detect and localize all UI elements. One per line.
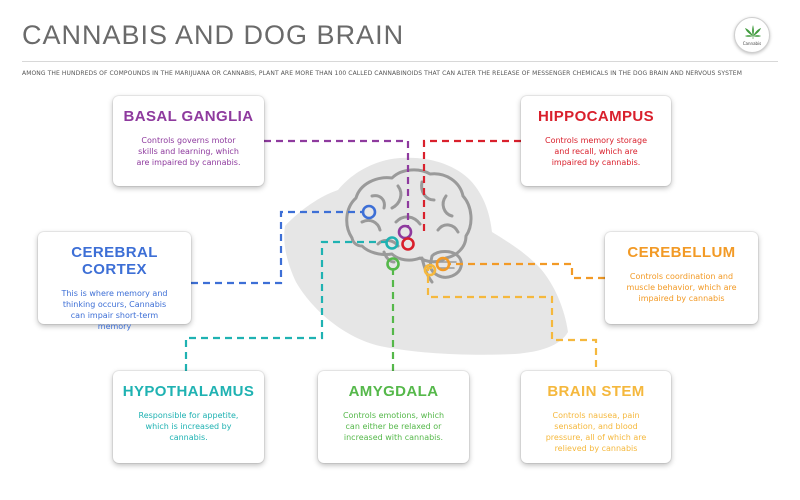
brain-stem-text: Controls nausea, pain sensation, and blo… xyxy=(545,411,647,453)
cannabis-leaf-icon xyxy=(745,25,761,39)
hypothalamus-text: Responsible for appetite, which is incre… xyxy=(138,411,239,442)
cerebellum-card: CEREBELLUM Controls coordination and mus… xyxy=(605,232,758,324)
marker-cerebellum xyxy=(435,256,451,272)
hippocampus-text: Controls memory storage and recall, whic… xyxy=(545,136,647,167)
marker-cerebral-cortex xyxy=(361,204,377,220)
marker-hypothalamus xyxy=(385,236,399,250)
hypothalamus-title: HYPOTHALAMUS xyxy=(122,383,255,400)
hippocampus-title: HIPPOCAMPUS xyxy=(537,108,655,125)
page-title: CANNABIS AND DOG BRAIN xyxy=(22,20,405,50)
cannabis-logo: Cannabis xyxy=(734,17,770,53)
header-divider xyxy=(22,61,778,62)
hippocampus-card: HIPPOCAMPUS Controls memory storage and … xyxy=(521,96,671,186)
amygdala-card: AMYGDALA Controls emotions, which can ei… xyxy=(318,371,469,463)
connector-hypothalamus xyxy=(184,240,386,371)
region-markers xyxy=(361,204,451,277)
hypothalamus-card: HYPOTHALAMUS Responsible for appetite, w… xyxy=(113,371,264,463)
connector-basal-ganglia xyxy=(264,139,410,228)
amygdala-title: AMYGDALA xyxy=(348,383,439,400)
cerebral-cortex-card: CEREBRAL CORTEX This is where memory and… xyxy=(38,232,191,331)
connector-lines xyxy=(184,139,605,371)
connector-cerebral-cortex xyxy=(191,210,362,285)
basal-ganglia-title: BASAL GANGLIA xyxy=(123,108,254,125)
page-subtitle: AMONG THE HUNDREDS OF COMPOUNDS IN THE M… xyxy=(22,70,742,77)
connector-hippocampus xyxy=(422,139,521,234)
brain-stem-card: BRAIN STEM Controls nausea, pain sensati… xyxy=(521,371,671,463)
marker-hippocampus xyxy=(401,237,415,251)
cerebellum-title: CEREBELLUM xyxy=(627,244,736,261)
connector-brain-stem xyxy=(426,266,598,371)
cerebral-cortex-text: This is where memory and thinking occurs… xyxy=(61,289,168,331)
dog-head-silhouette xyxy=(284,157,568,355)
connector-cerebellum xyxy=(450,262,605,280)
marker-amygdala xyxy=(386,257,400,271)
basal-ganglia-card: BASAL GANGLIA Controls governs motor ski… xyxy=(113,96,264,186)
marker-brain-stem xyxy=(423,263,437,277)
cerebellum-text: Controls coordination and muscle behavio… xyxy=(626,272,737,303)
logo-text: Cannabis xyxy=(742,41,762,46)
amygdala-text: Controls emotions, which can either be r… xyxy=(342,411,445,442)
basal-ganglia-text: Controls governs motor skills and learni… xyxy=(136,136,241,167)
cerebral-cortex-title: CEREBRAL CORTEX xyxy=(71,244,158,278)
brain-stem-title: BRAIN STEM xyxy=(547,383,645,400)
